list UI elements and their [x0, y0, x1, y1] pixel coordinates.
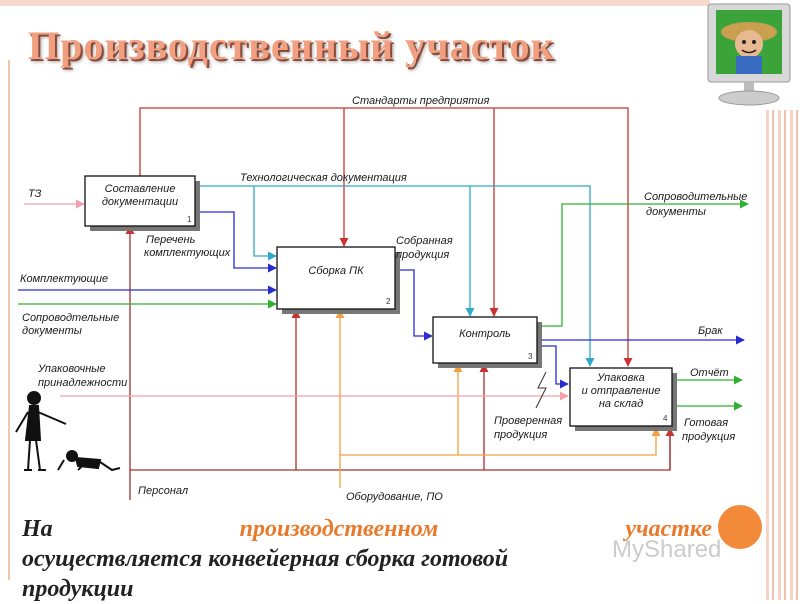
box-documentation: Составление документации 1: [84, 175, 200, 231]
label-assembled-2: продукция: [396, 249, 449, 261]
label-parts-list-1: Перечень: [146, 234, 196, 246]
box-control-num: 3: [528, 352, 533, 361]
boss-figure-icon: [15, 391, 67, 471]
box-documentation-line2: документации: [102, 196, 178, 208]
box-documentation-line1: Составление: [105, 183, 176, 195]
box-assembly-line1: Сборка ПК: [308, 265, 364, 277]
caption-word-1: На: [22, 516, 53, 542]
monitor-icon: [707, 3, 791, 106]
caption-word-3: участке: [625, 516, 712, 542]
lightning-connector: [535, 371, 547, 409]
box-packing: Упаковка и отправление на склад 4: [569, 367, 677, 431]
top-decor-bar: [0, 0, 710, 6]
orange-decor-dot: [718, 505, 762, 549]
caption-word-2: производственном: [239, 516, 439, 542]
box-assembly-num: 2: [386, 297, 391, 306]
box-assembly: Сборка ПК 2: [276, 246, 400, 314]
caption-line-2: осуществляется конвейерная сборка готово…: [22, 546, 509, 572]
box-documentation-num: 1: [187, 215, 192, 224]
label-tz: ТЗ: [28, 188, 42, 200]
box-control-line1: Контроль: [459, 328, 511, 340]
box-control: Контроль 3: [432, 316, 542, 368]
arrow-accomp-out: [538, 199, 749, 327]
slide-title: Производственный участок: [28, 23, 555, 68]
arrow-parts-list: [194, 211, 277, 273]
label-packing-2: принадлежности: [38, 377, 127, 389]
label-assembled-1: Собранная: [396, 235, 453, 247]
arrow-assembled: [396, 269, 433, 341]
caption-row-1: На производственном участке: [22, 514, 712, 544]
arrow-equipment: [335, 309, 661, 488]
label-finished-1: Готовая: [684, 417, 728, 429]
box-packing-line3: на склад: [599, 398, 643, 410]
box-packing-line2: и отправление: [582, 385, 661, 397]
label-report: Отчёт: [690, 367, 729, 379]
label-personnel: Персонал: [138, 485, 188, 497]
left-decor-line: [8, 60, 10, 580]
label-packing-1: Упаковочные: [37, 363, 105, 375]
label-standards: Стандарты предприятия: [352, 95, 489, 107]
label-accomp-out-1: Сопроводительные: [644, 191, 747, 203]
arrow-checked: [538, 345, 569, 389]
kneeling-figure-icon: [57, 450, 121, 472]
box-packing-line1: Упаковка: [596, 372, 644, 384]
caption: На производственном участке осуществляет…: [22, 514, 722, 604]
right-decor-stripe: [766, 110, 800, 600]
arrow-tech-doc: [194, 185, 595, 367]
arrow-standards: [139, 107, 633, 367]
label-defect: Брак: [698, 325, 723, 337]
box-packing-num: 4: [663, 414, 668, 423]
label-checked-2: продукция: [494, 429, 547, 441]
label-finished-2: продукция: [682, 431, 735, 443]
arrow-report: [672, 375, 743, 411]
label-parts-list-2: комплектующих: [144, 247, 231, 259]
label-accomp-out-2: документы: [646, 206, 706, 218]
label-tech-doc: Технологическая документация: [240, 172, 407, 184]
label-components: Комплектующие: [20, 273, 108, 285]
watermark: MyShared: [612, 536, 722, 563]
label-accomp-in-1: Сопроводтельные: [22, 312, 119, 324]
caption-line-3: продукции: [22, 576, 134, 602]
label-checked-1: Проверенная: [494, 415, 562, 427]
arrow-personnel: [125, 225, 675, 500]
label-accomp-in-2: документы: [22, 325, 82, 337]
label-equipment: Оборудование, ПО: [346, 491, 443, 503]
